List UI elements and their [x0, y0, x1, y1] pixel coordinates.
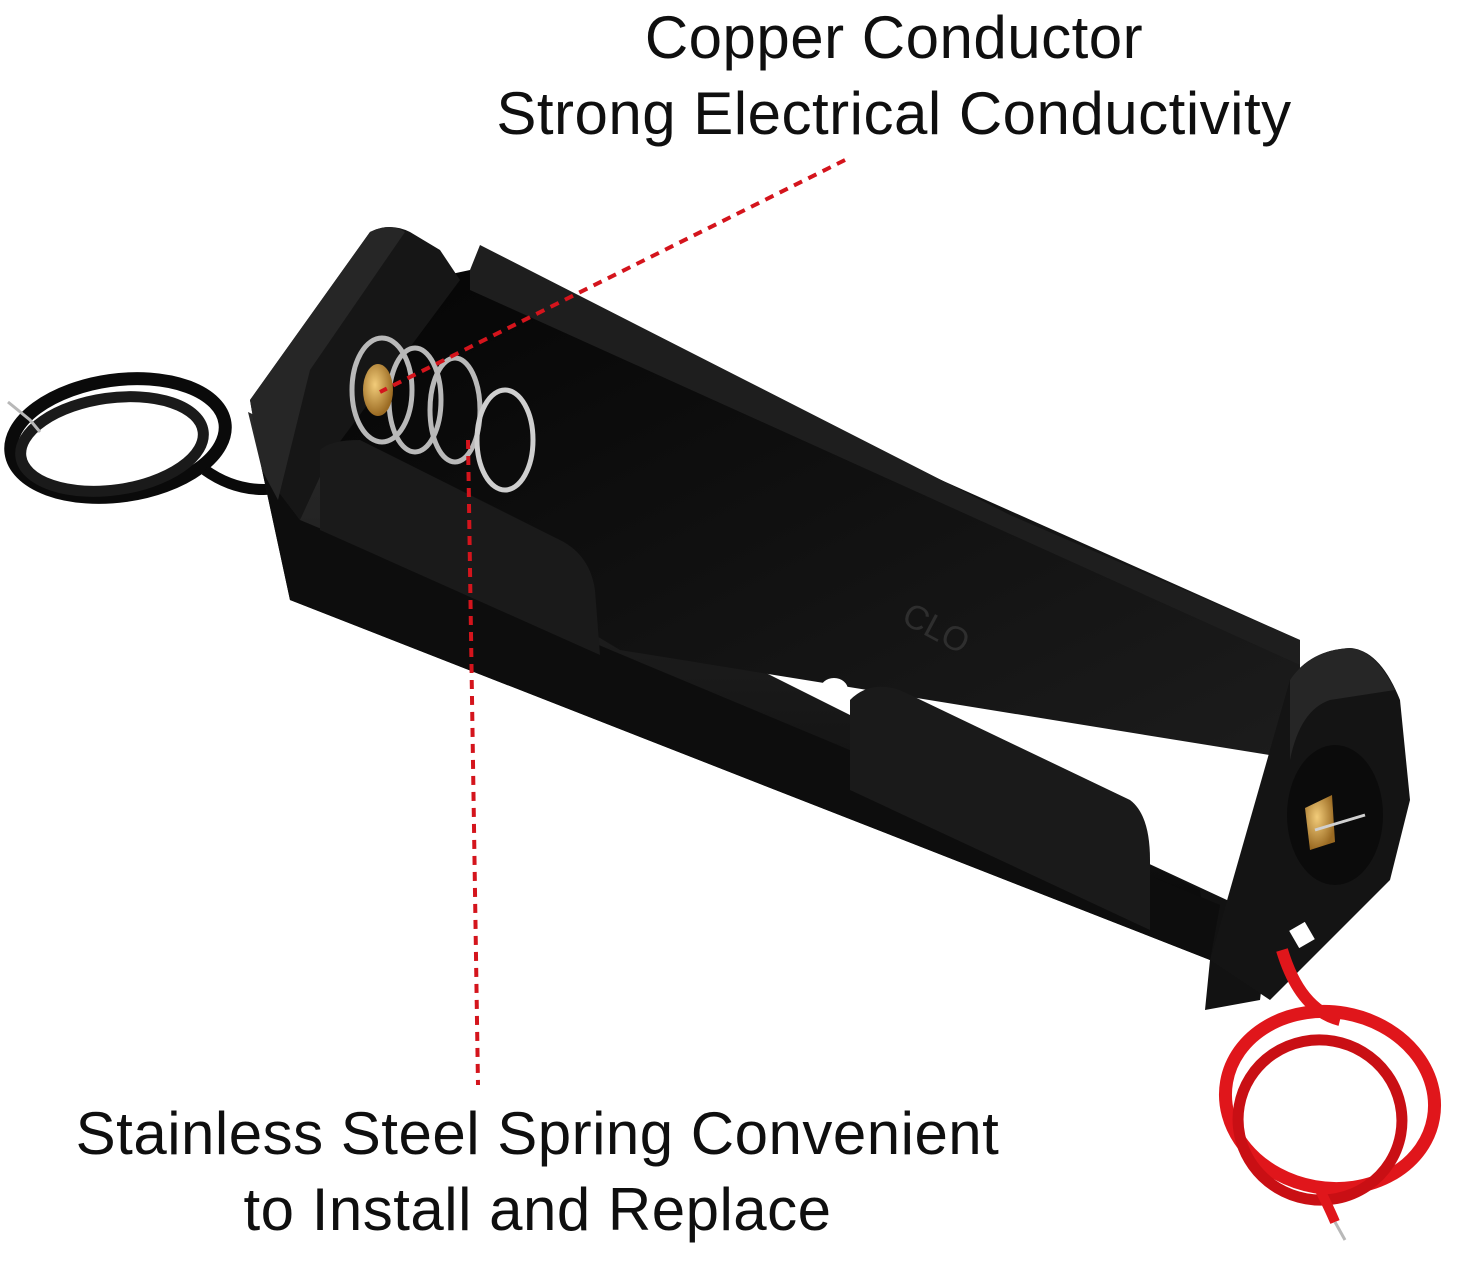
- callout-bottom-line-2: to Install and Replace: [243, 1176, 832, 1243]
- copper-spring-base: [363, 364, 393, 416]
- callout-lines: [379, 158, 846, 1086]
- copper-terminal: [1305, 795, 1366, 850]
- callout-top-line-1: Copper Conductor: [644, 4, 1144, 71]
- callout-line-spring: [466, 439, 480, 1086]
- callout-bottom-line-1: Stainless Steel Spring Convenient: [75, 1100, 1000, 1167]
- mounting-hole: [820, 678, 848, 702]
- black-wire: [4, 372, 283, 504]
- callout-top-line-2: Strong Electrical Conductivity: [496, 80, 1292, 147]
- battery-holder-body: CLO: [248, 227, 1410, 1010]
- callout-line-copper: [379, 158, 846, 394]
- red-wire: [1218, 948, 1442, 1241]
- copper-conductor-callout: Copper Conductor Strong Electrical Condu…: [330, 0, 1458, 152]
- stainless-spring-callout: Stainless Steel Spring Convenient to Ins…: [0, 1096, 1075, 1248]
